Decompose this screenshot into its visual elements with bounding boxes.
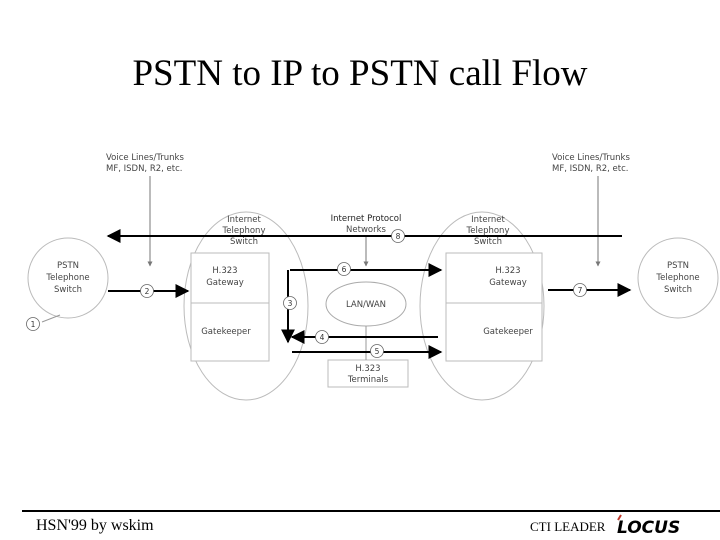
footer-divider	[22, 510, 720, 512]
its-left-label-1: Internet	[227, 215, 261, 225]
its-left-oval	[183, 211, 309, 401]
step-marker-3: 3	[283, 296, 297, 310]
svg-text:LOCUS: LOCUS	[617, 518, 680, 536]
voice-lines-left-label: Voice Lines/Trunks	[106, 153, 184, 163]
voice-lines-right-label: Voice Lines/Trunks	[552, 153, 630, 163]
step-marker-4: 4	[315, 330, 329, 344]
terminals-label-2: Terminals	[347, 375, 389, 385]
gateway-left-label-2: Gateway	[206, 278, 244, 288]
ipn-label-2: Networks	[346, 225, 386, 235]
pstn-right-label-3: Switch	[664, 285, 692, 295]
step1-line	[41, 314, 61, 323]
terminals-label-1: H.323	[355, 364, 380, 374]
svg-text:1: 1	[31, 320, 36, 329]
footer-author: HSN'99 by wskim	[36, 517, 154, 534]
locus-logo: LOCUS	[617, 514, 680, 536]
svg-text:2: 2	[145, 287, 150, 296]
its-left-label-3: Switch	[230, 237, 258, 247]
gatekeeper-right-box	[445, 302, 543, 362]
its-right-label-1: Internet	[471, 215, 505, 225]
pstn-left-label-2: Telephone	[45, 273, 89, 283]
its-right-oval	[419, 211, 545, 401]
svg-text:8: 8	[396, 232, 401, 241]
lanwan-label: LAN/WAN	[346, 300, 386, 310]
svg-text:7: 7	[578, 286, 583, 295]
step-marker-6: 6	[337, 262, 351, 276]
step-marker-8: 8	[391, 229, 405, 243]
voice-lines-right-sub: MF, ISDN, R2, etc.	[552, 164, 629, 174]
svg-text:5: 5	[375, 347, 380, 356]
its-left-label-2: Telephony	[222, 226, 266, 236]
step-marker-2: 2	[140, 284, 154, 298]
gatekeeper-left-box	[190, 302, 270, 362]
pstn-left-label-3: Switch	[54, 285, 82, 295]
pstn-right-label-1: PSTN	[667, 261, 689, 271]
voice-lines-left-sub: MF, ISDN, R2, etc.	[106, 164, 183, 174]
pstn-left-label-1: PSTN	[57, 261, 79, 271]
svg-text:6: 6	[342, 265, 347, 274]
gateway-right-label-1: H.323	[495, 266, 520, 276]
gatekeeper-left-label: Gatekeeper	[201, 327, 251, 337]
svg-text:3: 3	[288, 299, 293, 308]
slide-title: PSTN to IP to PSTN call Flow	[132, 53, 588, 94]
pstn-left-circle	[27, 237, 109, 319]
pstn-right-circle	[637, 237, 719, 319]
footer-org: CTI LEADER	[530, 519, 606, 534]
step-marker-1: 1	[26, 317, 40, 331]
gateway-right-label-2: Gateway	[489, 278, 527, 288]
gateway-left-label-1: H.323	[212, 266, 237, 276]
ipn-label-1: Internet Protocol	[331, 214, 402, 224]
step-marker-5: 5	[370, 344, 384, 358]
its-right-label-2: Telephony	[466, 226, 510, 236]
step-marker-7: 7	[573, 283, 587, 297]
terminals-box	[327, 359, 409, 388]
pstn-right-label-2: Telephone	[655, 273, 699, 283]
its-right-label-3: Switch	[474, 237, 502, 247]
svg-text:4: 4	[320, 333, 325, 342]
gateway-right-box	[445, 252, 543, 304]
gatekeeper-right-label: Gatekeeper	[483, 327, 533, 337]
